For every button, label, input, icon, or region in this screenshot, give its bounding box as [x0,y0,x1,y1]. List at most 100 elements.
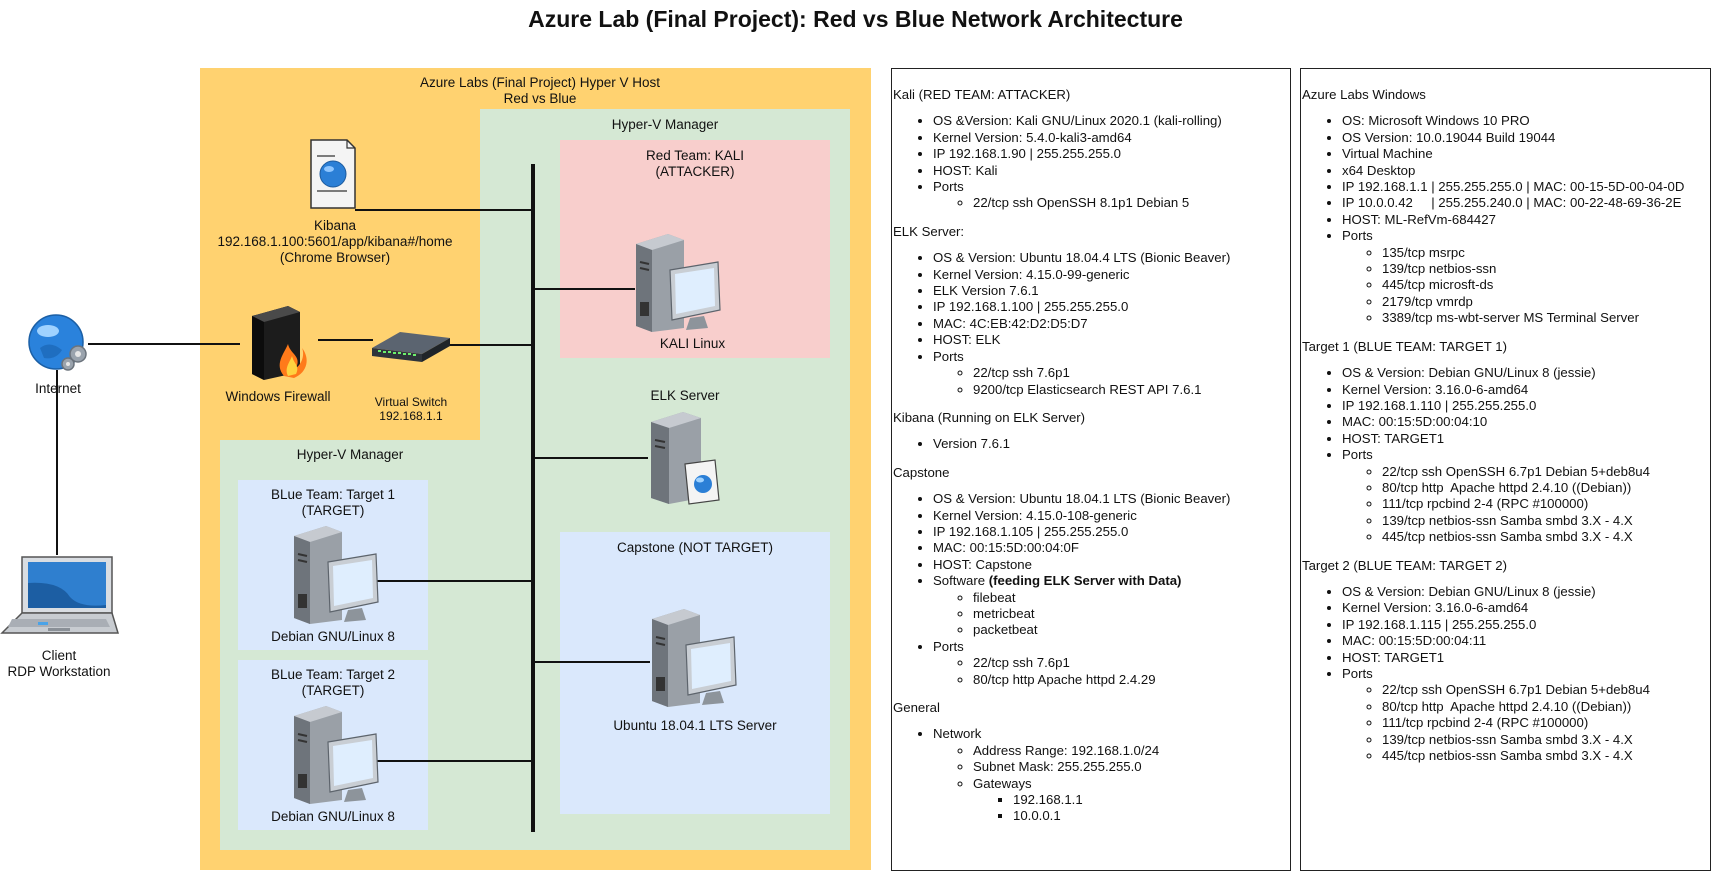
list-item: Ports 22/tcp ssh 7.6p1 9200/tcp Elastics… [933,349,1290,398]
capstone-label: Ubuntu 18.04.1 LTS Server [613,718,777,733]
kali-link-line [533,288,635,290]
list-item: ELK Version 7.6.1 [933,283,1290,299]
list-item: 192.168.1.1 [1013,792,1290,808]
windows-details-list: OS: Microsoft Windows 10 PRO OS Version:… [1302,113,1710,326]
virtual-switch-icon [372,332,450,362]
elk-details-list: OS & Version: Ubuntu 18.04.4 LTS (Bionic… [893,250,1290,398]
list-item: Version 7.6.1 [933,436,1290,452]
elk-server-icon [651,412,720,505]
windows-heading: Azure Labs Windows [1302,87,1426,102]
capstone-details-list: OS & Version: Ubuntu 18.04.1 LTS (Bionic… [893,491,1290,688]
client-label: Client RDP Workstation [7,648,111,679]
target2-box-title: BLue Team: Target 2 (TARGET) [270,667,396,698]
hyperv-manager-left-label: Hyper-V Manager [296,447,404,462]
list-item: MAC: 00:15:5D:00:04:0F [933,540,1290,556]
list-item: IP 192.168.1.115 | 255.255.255.0 [1342,617,1710,633]
list-item: MAC: 00:15:5D:00:04:10 [1342,414,1710,430]
list-item: 80/tcp http Apache httpd 2.4.10 ((Debian… [1382,699,1710,715]
kibana-details-list: Version 7.6.1 [893,436,1290,452]
list-item: IP 10.0.0.42 | 255.255.240.0 | MAC: 00-2… [1342,195,1710,211]
list-item: Ports 135/tcp msrpc 139/tcp netbios-ssn … [1342,228,1710,326]
list-item: metricbeat [973,606,1290,622]
list-item: IP 192.168.1.1 | 255.255.255.0 | MAC: 00… [1342,179,1710,195]
list-item: 22/tcp ssh OpenSSH 6.7p1 Debian 5+deb8u4 [1382,464,1710,480]
list-item: IP 192.168.1.90 | 255.255.255.0 [933,146,1290,162]
target2-ports-list: 22/tcp ssh OpenSSH 6.7p1 Debian 5+deb8u4… [1342,682,1710,764]
elk-link-line [533,457,648,459]
target1-heading: Target 1 (BLUE TEAM: TARGET 1) [1302,338,1507,354]
list-item: Kernel Version: 5.4.0-kali3-amd64 [933,130,1290,146]
windows-firewall-icon [252,306,307,380]
list-item: 445/tcp microsft-ds [1382,277,1710,293]
list-item: 22/tcp ssh 7.6p1 [973,655,1290,671]
target2-details-list: OS & Version: Debian GNU/Linux 8 (jessie… [1302,584,1710,764]
target2-heading: Target 2 (BLUE TEAM: TARGET 2) [1302,557,1507,573]
list-item: filebeat [973,590,1290,606]
list-item: Software (feeding ELK Server with Data) … [933,573,1290,639]
list-item: 445/tcp netbios-ssn Samba smbd 3.X - 4.X [1382,748,1710,764]
internet-globe-icon [28,314,87,371]
gateways-label: Gateways [973,775,1032,791]
list-item: Kernel Version: 3.16.0-6-amd64 [1342,382,1710,398]
ports-label: Ports [1342,228,1373,244]
list-item: packetbeat [973,622,1290,638]
list-item: 10.0.0.1 [1013,808,1290,824]
capstone-software-list: filebeat metricbeat packetbeat [933,590,1290,639]
kali-computer-icon [636,234,721,332]
list-item: Virtual Machine [1342,146,1710,162]
kali-heading: Kali (RED TEAM: ATTACKER) [893,87,1071,102]
target2-computer-icon [294,706,379,804]
list-item: OS &Version: Kali GNU/Linux 2020.1 (kali… [933,113,1290,129]
ports-label: Ports [933,348,964,364]
list-item: OS & Version: Ubuntu 18.04.1 LTS (Bionic… [933,491,1290,507]
list-item: 111/tcp rpcbind 2-4 (RPC #100000) [1382,715,1710,731]
target1-computer-icon [294,526,379,624]
capstone-box-title: Capstone (NOT TARGET) [616,540,774,555]
list-item: HOST: TARGET1 [1342,431,1710,447]
list-item: 139/tcp netbios-ssn Samba smbd 3.X - 4.X [1382,513,1710,529]
network-list: Address Range: 192.168.1.0/24 Subnet Mas… [933,743,1290,825]
kibana-label: Kibana 192.168.1.100:5601/app/kibana#/ho… [217,218,453,265]
list-item: Kernel Version: 4.15.0-108-generic [933,508,1290,524]
list-item: HOST: ML-RefVm-684427 [1342,212,1710,228]
windows-ports-list: 135/tcp msrpc 139/tcp netbios-ssn 445/tc… [1342,245,1710,327]
list-item: HOST: ELK [933,332,1290,348]
target1-box-title: BLue Team: Target 1 (TARGET) [270,487,396,518]
gateways-list: 192.168.1.1 10.0.0.1 [973,792,1290,825]
client-laptop-icon [0,556,120,634]
list-item: Subnet Mask: 255.255.255.0 [973,759,1290,775]
hyperv-manager-right-label: Hyper-V Manager [611,117,719,132]
list-item: OS & Version: Ubuntu 18.04.4 LTS (Bionic… [933,250,1290,266]
target1-label: Debian GNU/Linux 8 [271,629,395,644]
firewall-label: Windows Firewall [225,389,331,404]
list-item: Address Range: 192.168.1.0/24 [973,743,1290,759]
list-item: HOST: TARGET1 [1342,650,1710,666]
list-item: MAC: 00:15:5D:00:04:11 [1342,633,1710,649]
kibana-browser-icon [310,139,356,209]
capstone-link-line [533,661,650,663]
kibana-heading: Kibana (Running on ELK Server) [893,409,1086,425]
list-item: IP 192.168.1.100 | 255.255.255.0 [933,299,1290,315]
list-item: 139/tcp netbios-ssn Samba smbd 3.X - 4.X [1382,732,1710,748]
list-item: IP 192.168.1.110 | 255.255.255.0 [1342,398,1710,414]
list-item: 135/tcp msrpc [1382,245,1710,261]
general-details-list: Network Address Range: 192.168.1.0/24 Su… [893,726,1290,824]
page-title: Azure Lab (Final Project): Red vs Blue N… [528,6,1183,32]
internet-firewall-line [88,343,240,345]
list-item: x64 Desktop [1342,163,1710,179]
kali-ports-list: 22/tcp ssh OpenSSH 8.1p1 Debian 5 [933,195,1290,211]
kali-details-list: OS &Version: Kali GNU/Linux 2020.1 (kali… [893,113,1290,211]
list-item: 3389/tcp ms-wbt-server MS Terminal Serve… [1382,310,1710,326]
list-item: MAC: 4C:EB:42:D2:D5:D7 [933,316,1290,332]
list-item: OS & Version: Debian GNU/Linux 8 (jessie… [1342,365,1710,381]
list-item: Kernel Version: 4.15.0-99-generic [933,267,1290,283]
kali-label: KALI Linux [659,336,726,351]
switch-label: Virtual Switch 192.168.1.1 [374,395,448,423]
list-item: 111/tcp rpcbind 2-4 (RPC #100000) [1382,496,1710,512]
list-item: OS: Microsoft Windows 10 PRO [1342,113,1710,129]
list-item: HOST: Kali [933,163,1290,179]
info-panel-middle: Kali (RED TEAM: ATTACKER) OS &Version: K… [891,68,1291,871]
kibana-link-line [355,209,533,211]
network-label: Network [933,726,982,742]
list-item: Kernel Version: 3.16.0-6-amd64 [1342,600,1710,616]
